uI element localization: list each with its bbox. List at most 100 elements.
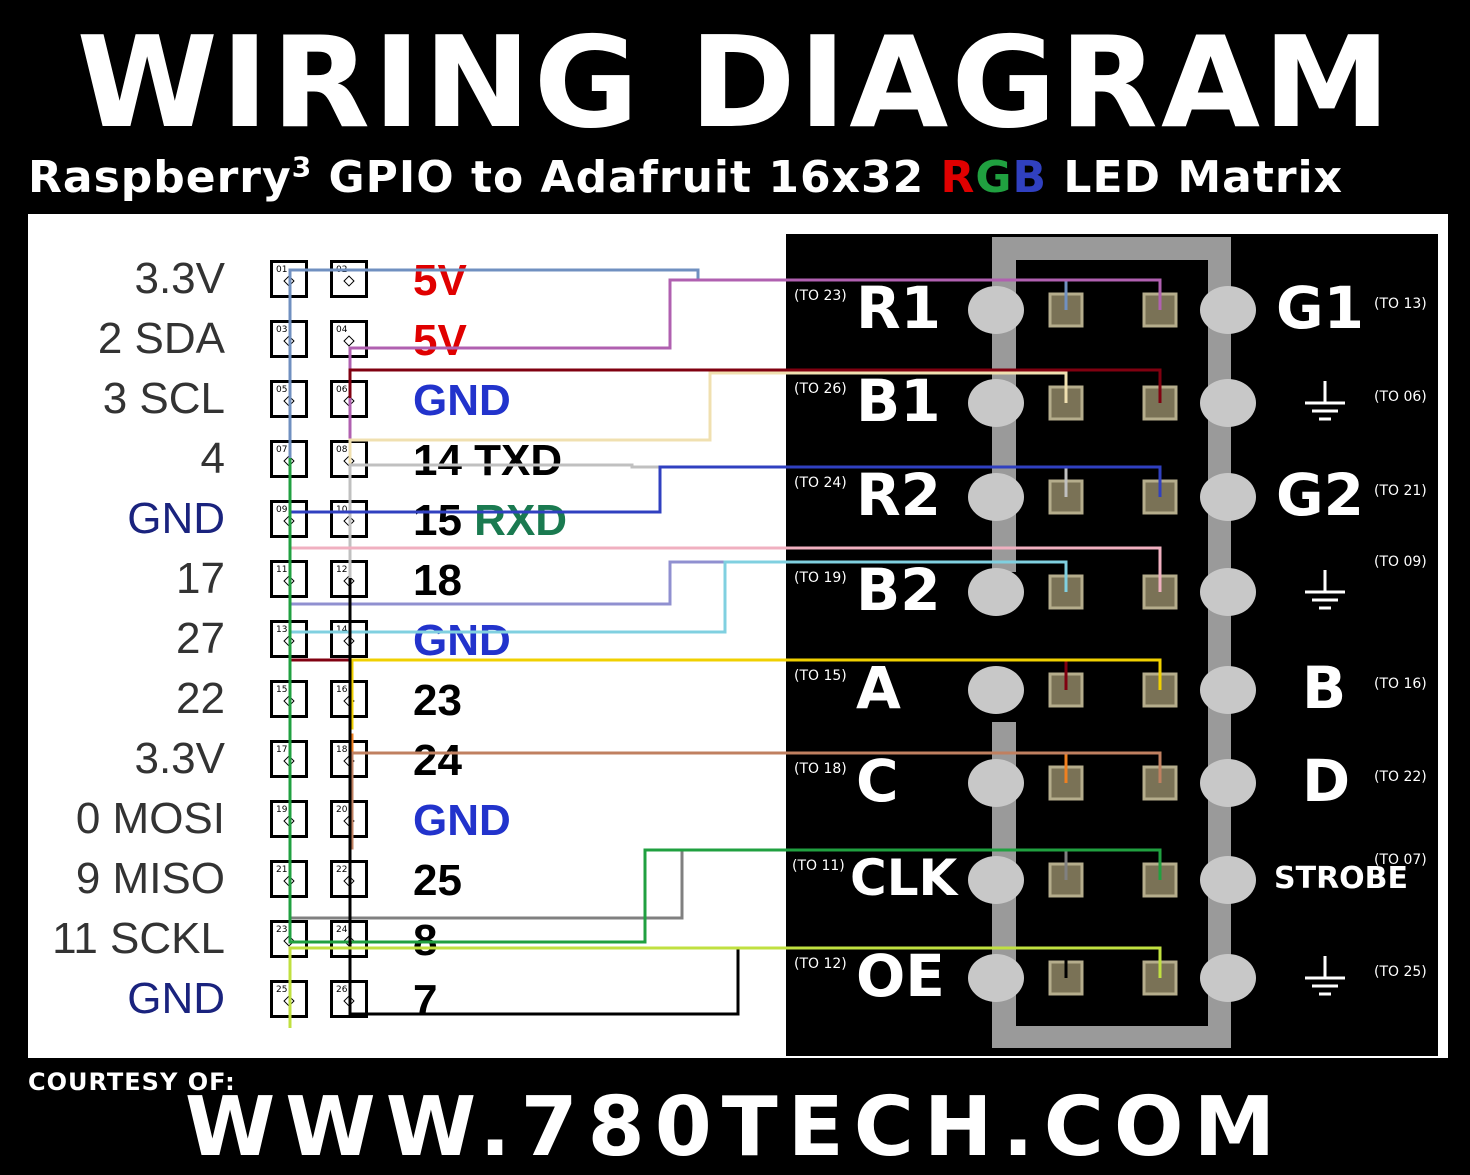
pin-number: 05 bbox=[276, 385, 288, 395]
connector-pad-right bbox=[1200, 666, 1256, 714]
connector-body bbox=[968, 237, 1345, 1048]
pin-number: 03 bbox=[276, 325, 288, 335]
connector-right-label: G1 bbox=[1276, 274, 1364, 343]
pin-number: 25 bbox=[276, 985, 288, 995]
gpio-left-label: 3.3V bbox=[134, 734, 225, 783]
gpio-left-label: 0 MOSI bbox=[75, 794, 225, 843]
pin-number: 26 bbox=[336, 985, 348, 995]
gpio-left-label: 3 SCL bbox=[102, 374, 225, 423]
pin-number: 24 bbox=[336, 925, 348, 935]
connector-right-note: (TO 09) bbox=[1374, 554, 1427, 570]
gpio-right-label: 14 TXD bbox=[413, 436, 562, 486]
connector-left-label: OE bbox=[856, 942, 945, 1011]
gpio-right-label: 5V bbox=[413, 256, 467, 306]
diagram-title: WIRING DIAGRAM bbox=[76, 10, 1394, 157]
connector-left-note: (TO 19) bbox=[794, 570, 847, 586]
connector-left-note: (TO 23) bbox=[794, 288, 847, 304]
pin-number: 15 bbox=[276, 685, 288, 695]
connector-left-note: (TO 15) bbox=[794, 668, 847, 684]
pin-number: 19 bbox=[276, 805, 288, 815]
diagram-subtitle: Raspberry3 GPIO to Adafruit 16x32 RGB LE… bbox=[28, 150, 1448, 206]
connector-pad-right bbox=[1200, 286, 1256, 334]
gpio-right-label: GND bbox=[413, 796, 511, 846]
connector-left-label: R1 bbox=[856, 274, 942, 343]
gpio-left-label: GND bbox=[127, 974, 225, 1023]
wire bbox=[288, 658, 1068, 698]
gpio-right-text: 18 bbox=[413, 556, 462, 605]
rxd-label: RXD bbox=[474, 496, 568, 545]
wire bbox=[288, 578, 1068, 920]
gpio-right-label: 15 RXD bbox=[413, 496, 567, 546]
gpio-right-label: 18 bbox=[413, 556, 462, 606]
subtitle-r: R bbox=[940, 152, 976, 203]
gpio-right-text: 23 bbox=[413, 676, 462, 725]
connector-pad-left bbox=[968, 568, 1024, 616]
pin-number: 10 bbox=[336, 505, 348, 515]
connector-left-note: (TO 26) bbox=[794, 381, 847, 397]
gpio-left-label: GND bbox=[127, 494, 225, 543]
pin-number: 14 bbox=[336, 625, 348, 635]
pin-number: 09 bbox=[276, 505, 288, 515]
pin-number: 22 bbox=[336, 865, 348, 875]
gpio-left-label: 22 bbox=[176, 674, 225, 723]
connector-right-note: (TO 06) bbox=[1374, 389, 1427, 405]
pin-number: 06 bbox=[336, 385, 348, 395]
wire bbox=[288, 268, 1068, 938]
pin-number: 07 bbox=[276, 445, 288, 455]
connector-left-label: C bbox=[856, 747, 899, 816]
connector-right-note: (TO 07) bbox=[1374, 852, 1427, 868]
pin-number: 11 bbox=[276, 565, 288, 575]
gpio-right-text: 24 bbox=[413, 736, 462, 785]
website-url[interactable]: WWW.780TECH.COM bbox=[184, 1080, 1286, 1175]
courtesy-label: COURTESY OF: bbox=[28, 1068, 236, 1096]
gpio-right-text: GND bbox=[413, 796, 511, 845]
pin-number: 12 bbox=[336, 565, 348, 575]
gpio-right-text: 5V bbox=[413, 316, 467, 365]
wire bbox=[348, 278, 1162, 878]
connector-right-note: (TO 21) bbox=[1374, 483, 1427, 499]
connector-well bbox=[1016, 260, 1208, 1026]
wires bbox=[288, 268, 1162, 1028]
gpio-right-label: 24 bbox=[413, 736, 462, 786]
connector-right-label: B bbox=[1302, 654, 1347, 723]
subtitle-sup: 3 bbox=[291, 150, 313, 184]
gpio-right-label: 5V bbox=[413, 316, 467, 366]
gpio-right-label: GND bbox=[413, 616, 511, 666]
connector-right-label: STROBE bbox=[1274, 861, 1409, 897]
wire bbox=[348, 463, 1068, 938]
connector-pad-left bbox=[968, 379, 1024, 427]
connector-left-note: (TO 18) bbox=[794, 761, 847, 777]
connector-left-label: CLK bbox=[850, 849, 958, 907]
gpio-right-text: GND bbox=[413, 616, 511, 665]
connector-left-note: (TO 24) bbox=[794, 475, 847, 491]
connector-left-label: B2 bbox=[856, 556, 941, 625]
pin-number: 01 bbox=[276, 265, 288, 275]
connector-pad-left bbox=[968, 856, 1024, 904]
gpio-left-label: 4 bbox=[200, 434, 225, 483]
connector-pad-right bbox=[1200, 856, 1256, 904]
subtitle-pre: Raspberry bbox=[28, 152, 292, 203]
gpio-right-label: GND bbox=[413, 376, 511, 426]
connector-left-note: (TO 12) bbox=[794, 956, 847, 972]
gpio-left-label: 11 SCKL bbox=[52, 914, 225, 963]
connector-right-note: (TO 25) bbox=[1374, 964, 1427, 980]
pin-number: 17 bbox=[276, 745, 288, 755]
pin-number: 21 bbox=[276, 865, 288, 875]
subtitle-b: B bbox=[1012, 152, 1048, 203]
gpio-right-text: GND bbox=[413, 376, 511, 425]
gpio-right-text: 7 bbox=[413, 976, 438, 1025]
pin-number: 13 bbox=[276, 625, 288, 635]
gpio-right-label: 7 bbox=[413, 976, 437, 1026]
wire bbox=[288, 946, 1162, 1028]
gpio-right-label: 23 bbox=[413, 676, 462, 726]
pin-number: 04 bbox=[336, 325, 348, 335]
pin-number: 23 bbox=[276, 925, 288, 935]
subtitle-g: G bbox=[975, 152, 1013, 203]
connector-left-note: (TO 11) bbox=[792, 858, 845, 874]
connector-right-label: G2 bbox=[1276, 461, 1364, 530]
wire bbox=[348, 578, 1068, 1016]
connector-left-label: B1 bbox=[856, 367, 941, 436]
pin-number: 16 bbox=[336, 685, 348, 695]
gpio-right-text: 14 TXD bbox=[413, 436, 563, 485]
